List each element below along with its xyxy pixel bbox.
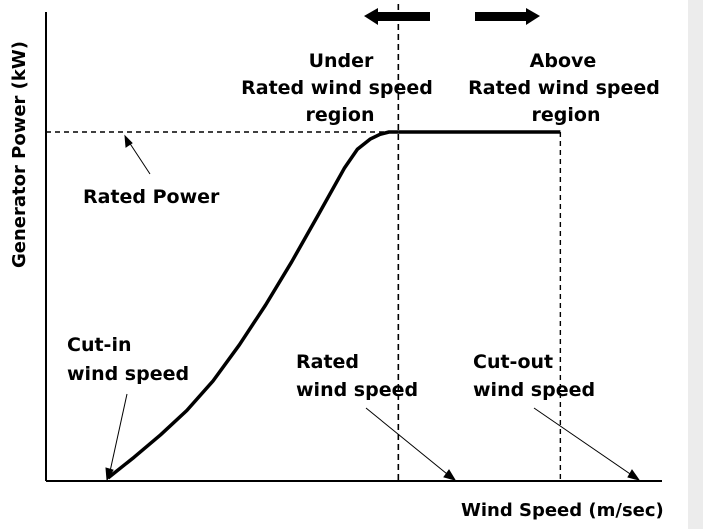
cut-in-arrowhead [105,467,114,482]
rated-power-label: Rated Power [83,186,220,208]
cut-out-label-line-2: wind speed [473,379,595,401]
under-region-line-3: region [306,104,375,126]
right-arrow-icon [475,8,540,25]
scrollbar-track[interactable] [688,0,703,529]
under-region-line-2: Rated wind speed [241,77,433,99]
cut-in-label-line-1: Cut-in [67,334,131,356]
under-region-line-1: Under [309,50,374,72]
power-curve-series [106,130,399,480]
rated-speed-label-line-1: Rated [296,351,359,373]
rated-power-arrowhead [124,134,133,148]
above-region-line-3: region [532,104,601,126]
left-arrow-icon [364,8,430,25]
cut-in-label-line-2: wind speed [67,363,189,385]
cut-out-pointer [533,407,637,479]
x-axis-label: Wind Speed (m/sec) [461,500,664,521]
above-region-line-1: Above [530,50,597,72]
rated-speed-label-line-2: wind speed [296,379,418,401]
rated-speed-pointer [365,407,453,479]
rated-speed-arrowhead [443,469,457,481]
cut-in-pointer [108,393,128,477]
y-axis-label: Generator Power (kW) [9,41,30,268]
plot-background [0,0,688,529]
cut-out-label-line-1: Cut-out [473,351,553,373]
pointer-lines [105,134,641,482]
above-region-line-2: Rated wind speed [468,77,660,99]
rated-power-pointer [126,138,151,175]
cut-out-arrowhead [627,469,641,481]
